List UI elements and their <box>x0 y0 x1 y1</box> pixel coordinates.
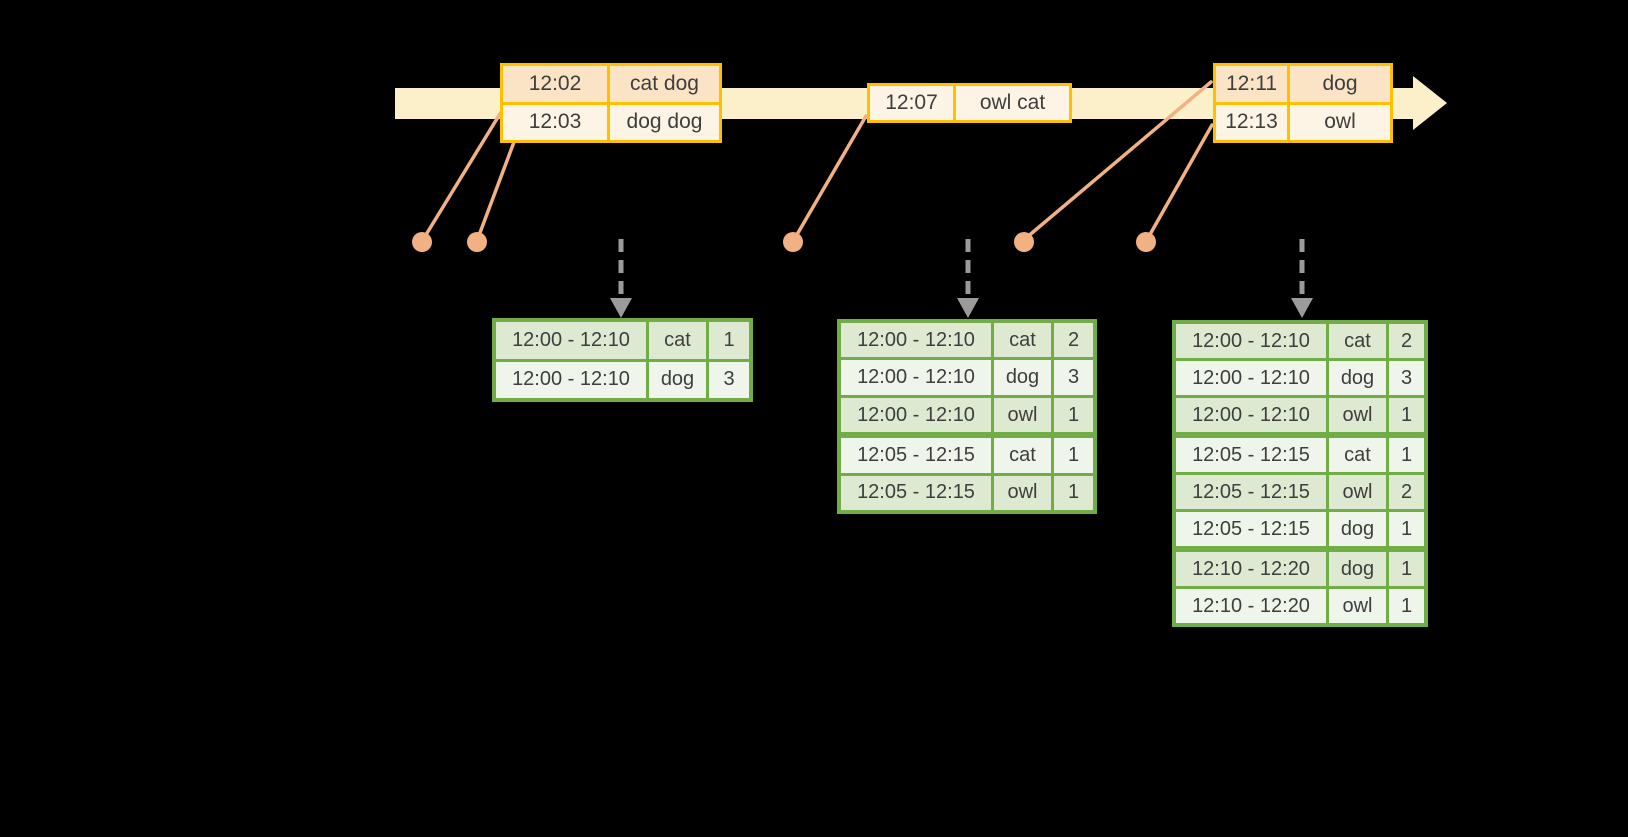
word-cell: owl <box>1329 589 1386 623</box>
word-cell: owl <box>994 475 1051 511</box>
window-cell: 12:05 - 12:15 <box>1176 438 1326 472</box>
window-cell: 12:00 - 12:10 <box>1176 398 1326 432</box>
window-cell: 12:05 - 12:15 <box>841 438 991 473</box>
count-cell: 1 <box>1389 398 1424 432</box>
window-cell: 12:05 - 12:15 <box>1176 512 1326 546</box>
result-row: 12:00 - 12:10 owl 1 <box>841 397 1093 433</box>
connector-line-5 <box>1146 123 1214 240</box>
event-words-cell: owl cat <box>956 86 1069 120</box>
count-cell: 1 <box>1389 589 1424 623</box>
result-row: 12:05 - 12:15 cat 1 <box>1176 438 1424 472</box>
result-row: 12:00 - 12:10 cat 2 <box>841 323 1093 358</box>
count-cell: 1 <box>1389 438 1424 472</box>
result-row: 12:05 - 12:15 cat 1 <box>841 438 1093 473</box>
word-cell: dog <box>1329 512 1386 546</box>
word-cell: cat <box>994 323 1051 358</box>
count-cell: 1 <box>1389 552 1424 586</box>
word-cell: owl <box>1329 398 1386 432</box>
word-cell: cat <box>994 438 1051 473</box>
window-cell: 12:00 - 12:10 <box>1176 361 1326 395</box>
event-words-cell: dog <box>1290 66 1390 102</box>
count-cell: 3 <box>1054 360 1093 395</box>
event-time-cell: 12:13 <box>1216 104 1287 140</box>
word-cell: dog <box>649 361 706 398</box>
count-cell: 1 <box>709 322 749 359</box>
trigger-arrow-down-icon-2 <box>957 239 979 318</box>
trigger-arrow-head-2 <box>957 298 979 318</box>
trigger-arrow-head-3 <box>1291 298 1313 318</box>
count-cell: 1 <box>1389 512 1424 546</box>
window-cell: 12:00 - 12:10 <box>496 361 646 398</box>
result-row: 12:00 - 12:10 dog 3 <box>496 361 749 398</box>
event-dot-1 <box>412 232 432 252</box>
result-row: 12:00 - 12:10 dog 3 <box>841 360 1093 395</box>
connector-line-4 <box>1024 80 1213 240</box>
event-time-cell: 12:07 <box>870 86 953 120</box>
word-cell: cat <box>1329 324 1386 358</box>
connector-line-3 <box>793 114 868 240</box>
result-row: 12:00 - 12:10 cat 2 <box>1176 324 1424 358</box>
event-dot-3 <box>783 232 803 252</box>
window-cell: 12:00 - 12:10 <box>841 360 991 395</box>
word-cell: cat <box>649 322 706 359</box>
event-row: 12:07 owl cat <box>870 86 1069 120</box>
count-cell: 2 <box>1054 323 1093 358</box>
event-table-1: 12:02 cat dog 12:03 dog dog <box>500 63 722 143</box>
word-cell: dog <box>1329 361 1386 395</box>
window-cell: 12:05 - 12:15 <box>841 475 991 511</box>
word-cell: dog <box>994 360 1051 395</box>
trigger-arrow-down-icon-1 <box>610 239 632 318</box>
connector-line-2 <box>476 124 522 240</box>
count-cell: 1 <box>1054 397 1093 433</box>
result-row: 12:10 - 12:20 dog 1 <box>1176 552 1424 586</box>
event-row: 12:03 dog dog <box>503 104 719 140</box>
count-cell: 1 <box>1054 438 1093 473</box>
event-table-2: 12:07 owl cat <box>867 83 1072 123</box>
timeline-arrow-head-icon <box>1413 76 1447 130</box>
event-table-3: 12:11 dog 12:13 owl <box>1213 63 1393 143</box>
count-cell: 1 <box>1054 475 1093 511</box>
event-words-cell: dog dog <box>610 104 719 140</box>
trigger-arrow-head-1 <box>610 298 632 318</box>
word-cell: owl <box>994 397 1051 433</box>
event-dot-5 <box>1136 232 1156 252</box>
window-cell: 12:00 - 12:10 <box>841 323 991 358</box>
window-cell: 12:10 - 12:20 <box>1176 589 1326 623</box>
event-time-cell: 12:11 <box>1216 66 1287 102</box>
result-row: 12:00 - 12:10 cat 1 <box>496 322 749 359</box>
event-words-cell: cat dog <box>610 66 719 102</box>
window-cell: 12:00 - 12:10 <box>1176 324 1326 358</box>
event-words-cell: owl <box>1290 104 1390 140</box>
count-cell: 3 <box>1389 361 1424 395</box>
window-cell: 12:00 - 12:10 <box>841 397 991 433</box>
result-row: 12:05 - 12:15 owl 2 <box>1176 475 1424 509</box>
word-cell: cat <box>1329 438 1386 472</box>
word-cell: owl <box>1329 475 1386 509</box>
event-time-cell: 12:03 <box>503 104 607 140</box>
result-row: 12:00 - 12:10 dog 3 <box>1176 361 1424 395</box>
count-cell: 2 <box>1389 475 1424 509</box>
result-table-2: 12:00 - 12:10 cat 2 12:00 - 12:10 dog 3 … <box>837 319 1097 514</box>
trigger-arrow-down-icon-3 <box>1291 239 1313 318</box>
window-cell: 12:10 - 12:20 <box>1176 552 1326 586</box>
event-row: 12:13 owl <box>1216 104 1390 140</box>
event-row: 12:02 cat dog <box>503 66 719 102</box>
count-cell: 3 <box>709 361 749 398</box>
window-cell: 12:05 - 12:15 <box>1176 475 1326 509</box>
word-cell: dog <box>1329 552 1386 586</box>
result-table-3: 12:00 - 12:10 cat 2 12:00 - 12:10 dog 3 … <box>1172 320 1428 627</box>
result-row: 12:00 - 12:10 owl 1 <box>1176 398 1424 432</box>
result-row: 12:10 - 12:20 owl 1 <box>1176 589 1424 623</box>
event-row: 12:11 dog <box>1216 66 1390 102</box>
window-cell: 12:00 - 12:10 <box>496 322 646 359</box>
count-cell: 2 <box>1389 324 1424 358</box>
result-table-1: 12:00 - 12:10 cat 1 12:00 - 12:10 dog 3 <box>492 318 753 402</box>
event-dot-4 <box>1014 232 1034 252</box>
result-row: 12:05 - 12:15 owl 1 <box>841 475 1093 511</box>
event-time-cell: 12:02 <box>503 66 607 102</box>
event-dot-2 <box>467 232 487 252</box>
result-row: 12:05 - 12:15 dog 1 <box>1176 512 1424 546</box>
